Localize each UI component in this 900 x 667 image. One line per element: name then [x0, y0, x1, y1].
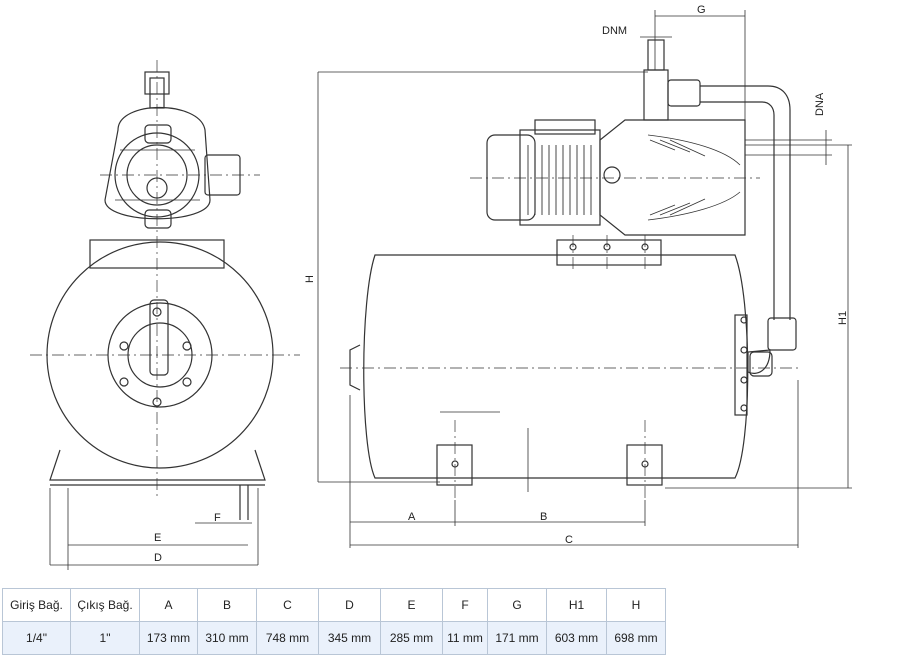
spec-value: 310 mm	[197, 621, 257, 655]
spec-header: G	[487, 588, 547, 622]
spec-value: 1/4"	[2, 621, 71, 655]
spec-table: Giriş Bağ. Çıkış Bağ. A B C D E F G H1 H…	[2, 588, 666, 655]
front-view	[30, 60, 300, 570]
dim-label-h: H	[304, 275, 316, 283]
dim-label-c: C	[565, 534, 573, 546]
spec-value: 173 mm	[139, 621, 198, 655]
spec-value: 698 mm	[606, 621, 666, 655]
dim-label-d: D	[154, 552, 162, 564]
spec-value: 171 mm	[487, 621, 547, 655]
pump-technical-drawing: E D F A B C G DNM DNA H H1	[30, 4, 852, 570]
dim-label-f: F	[214, 512, 221, 524]
dim-label-dnm: DNM	[602, 25, 627, 37]
spec-value: 11 mm	[442, 621, 488, 655]
spec-header: Çıkış Bağ.	[70, 588, 140, 622]
dim-label-e: E	[154, 532, 161, 544]
spec-header: E	[380, 588, 443, 622]
spec-header: Giriş Bağ.	[2, 588, 71, 622]
spec-header: A	[139, 588, 198, 622]
spec-header: F	[442, 588, 488, 622]
spec-header-row: Giriş Bağ. Çıkış Bağ. A B C D E F G H1 H	[2, 588, 666, 622]
spec-value: 345 mm	[318, 621, 381, 655]
spec-value-row: 1/4" 1" 173 mm 310 mm 748 mm 345 mm 285 …	[2, 621, 666, 655]
spec-value: 1"	[70, 621, 140, 655]
spec-header: D	[318, 588, 381, 622]
dim-label-b: B	[540, 511, 547, 523]
spec-header: C	[256, 588, 319, 622]
dim-label-h1: H1	[837, 311, 849, 325]
spec-header: B	[197, 588, 257, 622]
spec-header: H	[606, 588, 666, 622]
spec-value: 603 mm	[546, 621, 607, 655]
spec-value: 285 mm	[380, 621, 443, 655]
spec-value: 748 mm	[256, 621, 319, 655]
side-view	[317, 10, 852, 548]
spec-header: H1	[546, 588, 607, 622]
dim-label-g: G	[697, 4, 706, 16]
dim-label-a: A	[408, 511, 416, 523]
dim-label-dna: DNA	[814, 92, 826, 116]
